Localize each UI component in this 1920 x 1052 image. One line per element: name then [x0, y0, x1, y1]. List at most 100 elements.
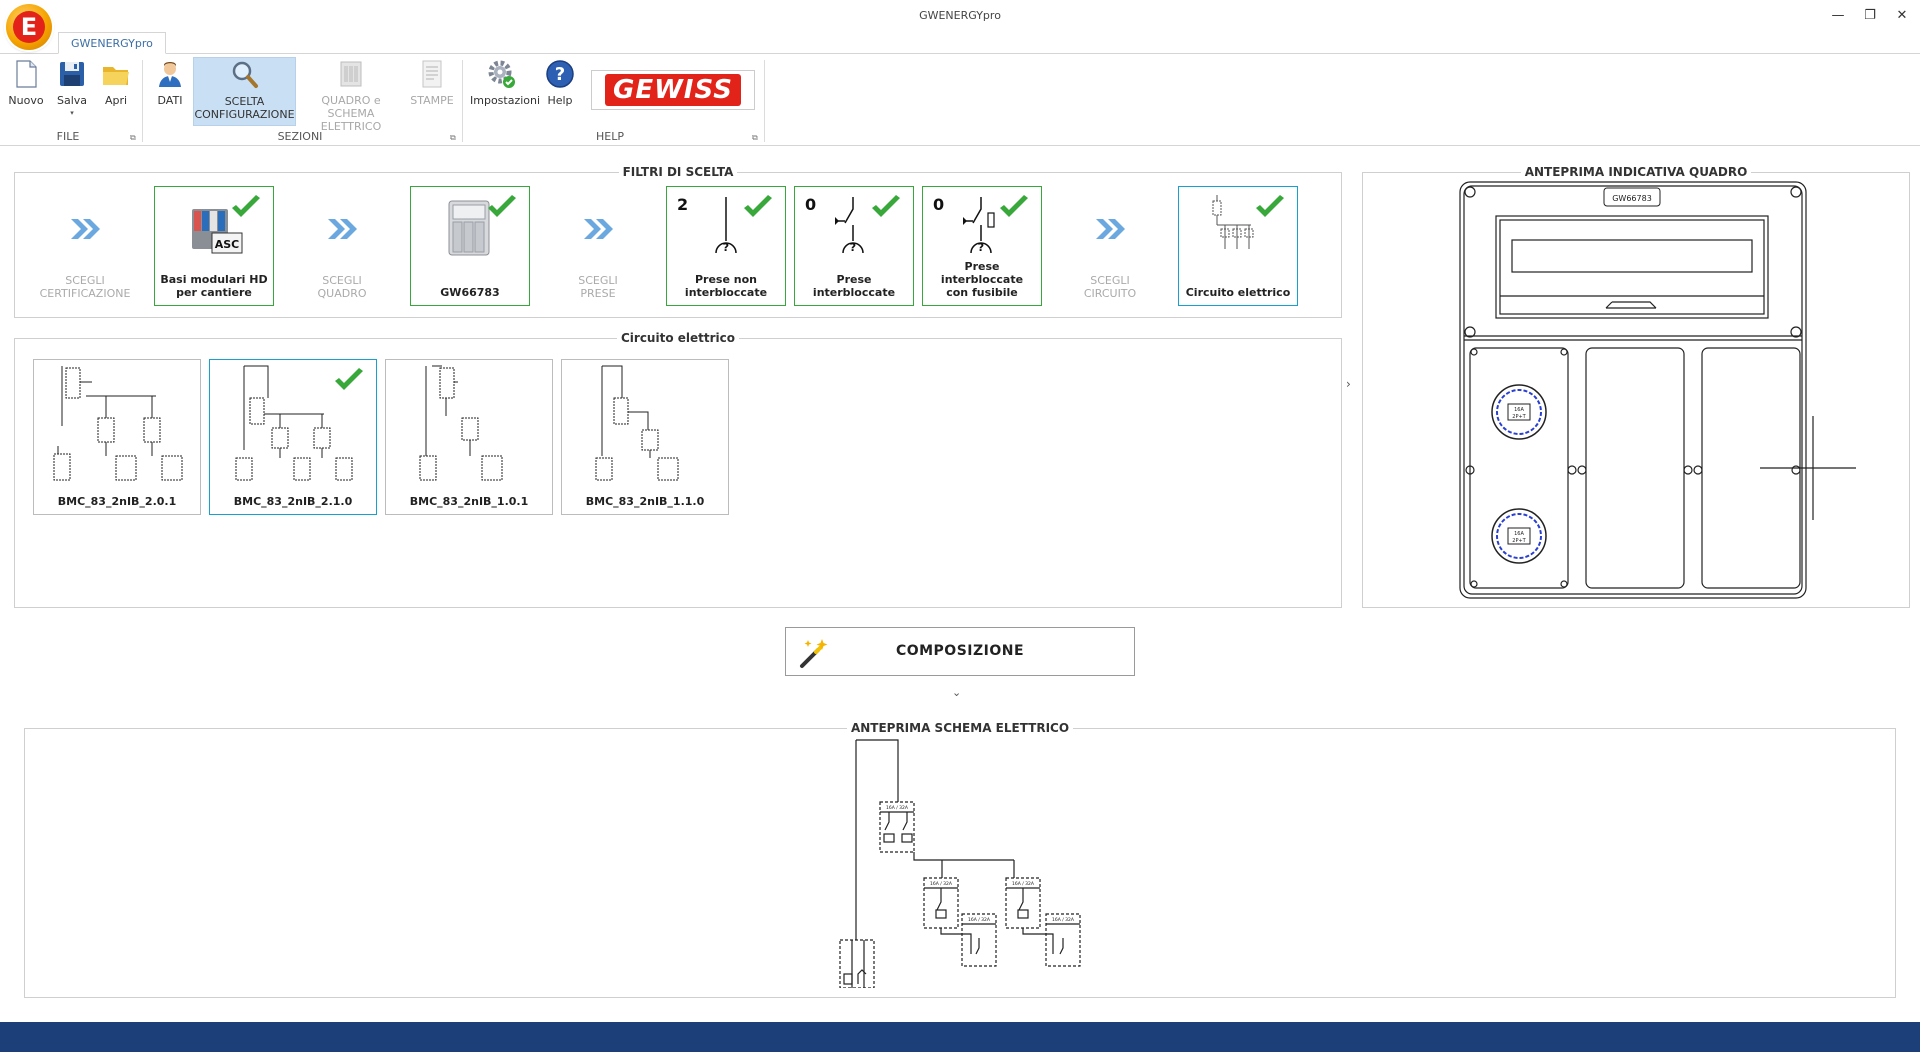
composizione-button[interactable]: COMPOSIZIONE [785, 627, 1135, 676]
circuit-option[interactable]: BMC_83_2nIB_1.0.1 [385, 359, 553, 515]
switchboard-drawing: GW66783 16A 2P+T 16A 2P+T [1459, 181, 1856, 599]
dati-button[interactable]: DATI [150, 58, 190, 107]
socket-drawing: 16A 2P+T [1491, 508, 1547, 564]
close-button[interactable]: ✕ [1896, 8, 1908, 23]
title-bar: E GWENERGYpro — ❐ ✕ [0, 0, 1920, 50]
socket-poles-label: 2P+T [1512, 414, 1526, 420]
tile-label-1: Prese non [694, 273, 757, 286]
group-sezioni-label: SEZIONI [277, 130, 323, 143]
tile-gw66783[interactable]: GW66783 [410, 186, 530, 306]
checkmark-icon [232, 195, 260, 217]
double-chevron-right-icon [1096, 219, 1125, 239]
circuit-option-label: BMC_83_2nIB_1.0.1 [409, 495, 529, 508]
circuit-preview-diagram [53, 366, 183, 481]
tile-label-1: Basi modulari HD [160, 273, 268, 286]
modular-base-product-icon: ASC [192, 209, 243, 254]
circuit-option-selected[interactable]: BMC_83_2nIB_2.1.0 [209, 359, 377, 515]
group-file-label: FILE [56, 130, 80, 143]
checkmark-icon [1256, 195, 1284, 217]
app-logo-button[interactable]: E [6, 4, 52, 50]
impostazioni-label: Impostazioni [470, 94, 541, 107]
tile-circuito-elettrico[interactable]: Circuito elettrico [1178, 186, 1298, 306]
step-label-1: SCEGLI [65, 274, 105, 287]
collapse-preview-chevron-icon[interactable]: › [1346, 377, 1351, 391]
tile-label-2: interbloccate [940, 273, 1024, 286]
help-label: Help [547, 94, 573, 107]
group-launcher-icon[interactable]: ⧉ [130, 133, 136, 142]
circuit-preview-diagram [595, 365, 679, 481]
apri-button[interactable]: Apri [98, 58, 134, 107]
chevron-down-icon[interactable]: ⌄ [952, 686, 962, 699]
breaker-rating-label: 16A / 32A [968, 917, 991, 923]
circuit-option[interactable]: BMC_83_2nIB_1.1.0 [561, 359, 729, 515]
ribbon-separator [462, 60, 463, 142]
magic-wand-icon [800, 639, 828, 668]
help-button[interactable]: ? Help [540, 58, 580, 107]
salva-button[interactable]: Salva ▾ [52, 58, 92, 120]
checkmark-icon [1000, 195, 1028, 217]
nuovo-button[interactable]: Nuovo [6, 58, 46, 107]
circuit-preview-diagram [235, 365, 353, 481]
tile-label-1: GW66783 [440, 286, 500, 299]
stampe-button[interactable]: STAMPE [408, 58, 456, 107]
schema-preview-title: ANTEPRIMA SCHEMA ELETTRICO [25, 721, 1895, 735]
step-label-2: CIRCUITO [1083, 287, 1137, 300]
magnifier-icon [232, 61, 258, 88]
tile-label-2: interbloccate [684, 286, 768, 299]
interlocked-socket-symbol-icon: ? [835, 197, 864, 254]
quadro-schema-button[interactable]: QUADRO e SCHEMA ELETTRICO [299, 58, 403, 133]
app-logo-letter: E [13, 11, 45, 43]
quadro-preview-title: ANTEPRIMA INDICATIVA QUADRO [1363, 165, 1909, 179]
breaker-rating-label: 16A / 32A [930, 881, 953, 887]
double-chevron-right-icon [584, 219, 613, 239]
scelta-label-2: CONFIGURAZIONE [194, 108, 295, 121]
step-label-1: SCEGLI [578, 274, 618, 287]
socket-poles-label: 2P+T [1512, 538, 1526, 544]
scelta-configurazione-button[interactable]: SCELTA CONFIGURAZIONE [193, 57, 296, 126]
window-title: GWENERGYpro [919, 9, 1001, 22]
report-document-icon [422, 60, 442, 88]
tab-gwenergypro[interactable]: GWENERGYpro [58, 32, 166, 54]
socket-symbol-icon: ? [715, 197, 737, 254]
composizione-label: COMPOSIZIONE [895, 643, 1025, 659]
breaker-rating-label: 16A / 32A [886, 805, 909, 811]
socket-count: 2 [677, 195, 689, 214]
gewiss-logo[interactable]: GEWISS [591, 70, 755, 110]
group-launcher-icon[interactable]: ⧉ [450, 133, 456, 142]
checkmark-icon [335, 368, 363, 390]
circuit-option-label: BMC_83_2nIB_1.1.0 [585, 495, 705, 508]
double-chevron-right-icon [71, 219, 100, 239]
tile-label-1: Circuito elettrico [1185, 286, 1291, 299]
tile-label-2: interbloccate [812, 286, 896, 299]
circuit-diagram-icon [1212, 195, 1254, 249]
scelta-label-1: SCELTA [224, 95, 265, 108]
nuovo-label: Nuovo [8, 94, 44, 107]
breaker-rating-label: 16A / 32A [1012, 881, 1035, 887]
ribbon: Nuovo Salva ▾ Apri FILE ⧉ [0, 54, 1920, 146]
checkmark-icon [744, 195, 772, 217]
checkmark-icon [488, 195, 516, 217]
circuit-option-label: BMC_83_2nIB_2.1.0 [233, 495, 353, 508]
group-help-label: HELP [596, 130, 624, 143]
step-label-2: CERTIFICAZIONE [39, 287, 131, 300]
impostazioni-button[interactable]: Impostazioni [470, 58, 541, 107]
restore-button[interactable]: ❐ [1864, 8, 1876, 23]
ribbon-separator [764, 60, 765, 142]
group-launcher-icon[interactable]: ⧉ [752, 133, 758, 142]
tile-label-1: Prese [836, 273, 872, 286]
circuit-option[interactable]: BMC_83_2nIB_2.0.1 [33, 359, 201, 515]
socket-count: 0 [933, 195, 945, 214]
tile-label-1: Prese [964, 260, 1000, 273]
minimize-button[interactable]: — [1831, 8, 1845, 23]
stampe-label: STAMPE [410, 94, 454, 107]
ribbon-tabs: GWENERGYpro [0, 32, 1920, 54]
